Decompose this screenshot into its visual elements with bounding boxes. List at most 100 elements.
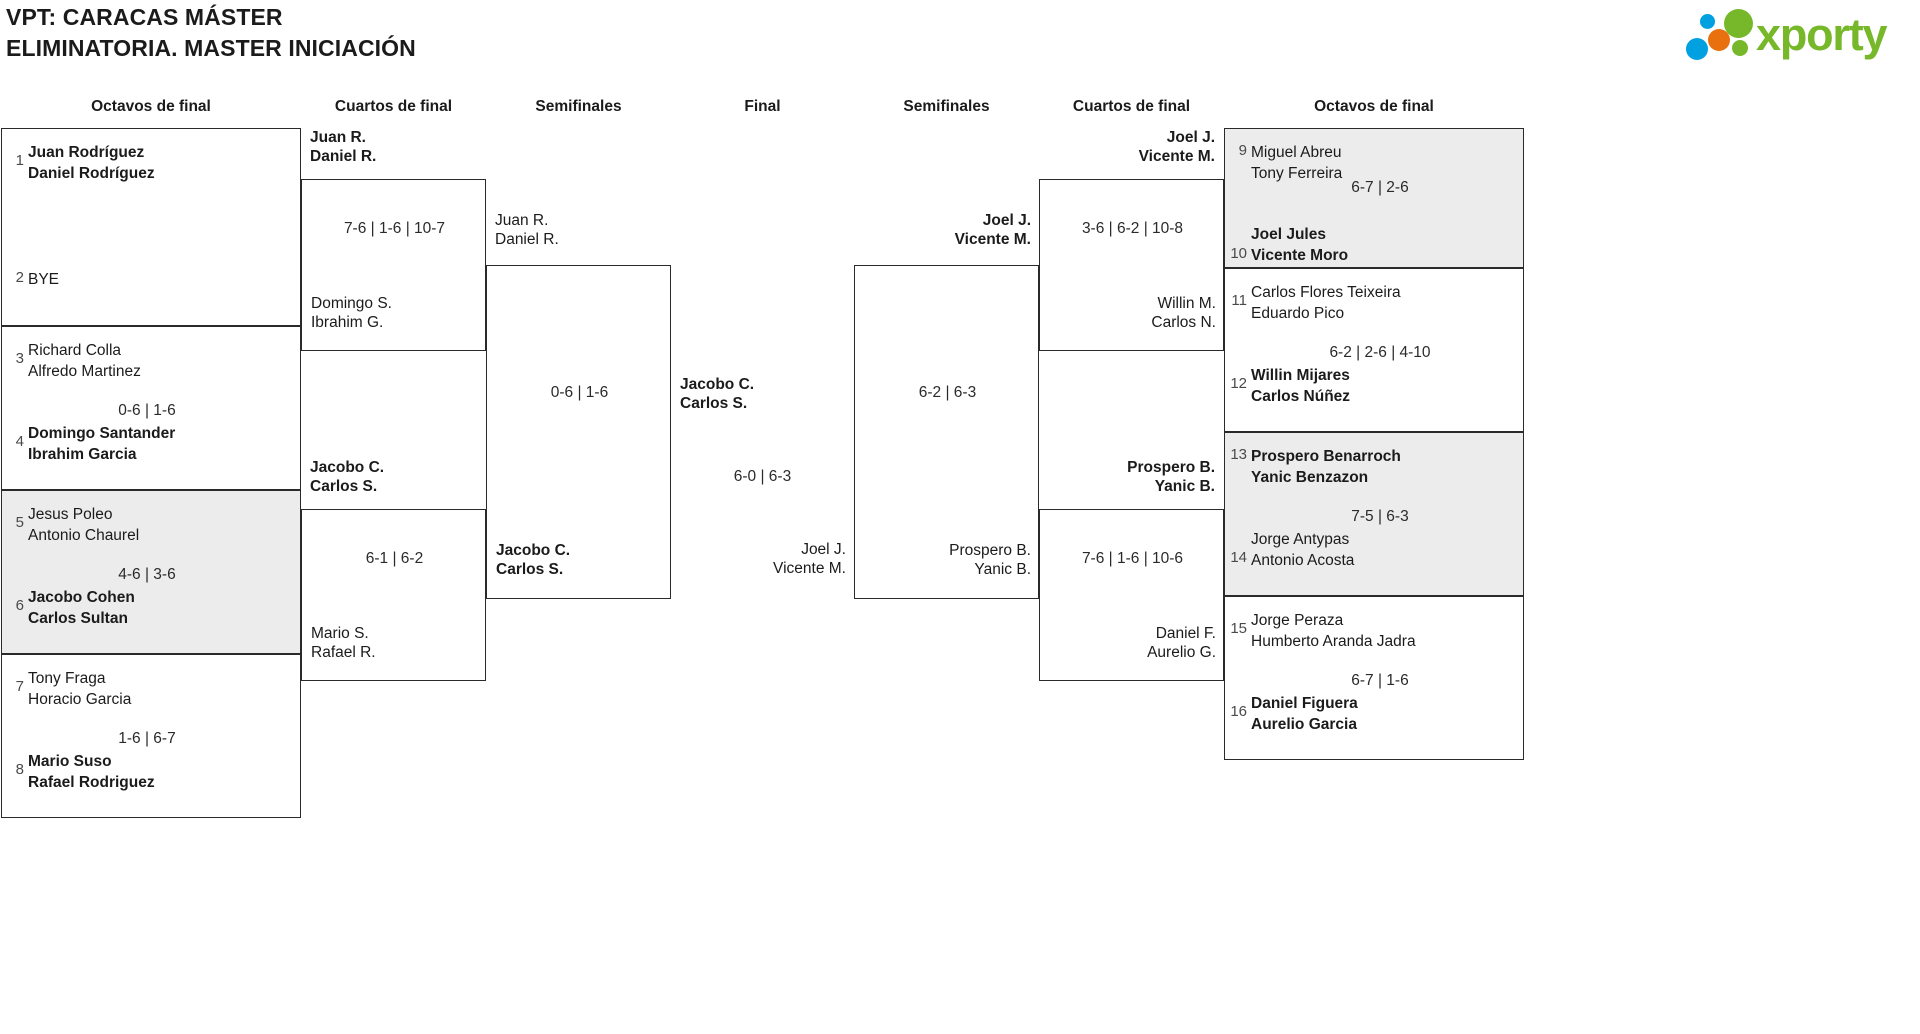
- team-bottom-line1: Mario Suso: [28, 753, 112, 770]
- sf-left-team-top-line1: Juan R.: [495, 212, 549, 229]
- sf-left-team-bottom-line2: Carlos S.: [496, 561, 564, 578]
- match-right-qf-2[interactable]: 7-6 | 1-6 | 10-6 Daniel F. Aurelio G.: [1039, 509, 1224, 681]
- qf2-team-bottom-line2: Rafael R.: [311, 644, 376, 661]
- seed-number: 13: [1230, 446, 1247, 463]
- team-bottom-line2: Carlos Sultan: [28, 610, 128, 627]
- logo-dot-blue-large: [1686, 38, 1708, 60]
- round-header-left-r16: Octavos de final: [91, 98, 211, 115]
- team-bottom-line2: Carlos Núñez: [1251, 388, 1351, 405]
- qf-right1-team-bottom-line2: Carlos N.: [1151, 314, 1216, 331]
- final-team-bottom-line1: Joel J.: [801, 541, 846, 558]
- seed-number: 15: [1230, 620, 1247, 637]
- sf-right-team-bottom-line1: Prospero B.: [949, 542, 1031, 559]
- match-score: 7-6 | 1-6 | 10-6: [1081, 550, 1184, 567]
- team-bottom-line1: Willin Mijares: [1251, 367, 1350, 384]
- logo-dot-blue-small: [1700, 14, 1715, 29]
- match-score: 6-2 | 6-3: [918, 384, 977, 401]
- round-header-left-sf: Semifinales: [535, 98, 622, 115]
- team-top-line2: Yanic Benzazon: [1251, 469, 1369, 486]
- team-top-line2: Antonio Chaurel: [28, 527, 140, 544]
- final-score: 6-0 | 6-3: [733, 468, 792, 485]
- round-header-right-qf: Cuartos de final: [1072, 98, 1191, 115]
- team-bottom-line2: Antonio Acosta: [1251, 552, 1355, 569]
- team-top-line1: Carlos Flores Teixeira: [1251, 284, 1401, 301]
- logo-wordmark: xporty: [1756, 9, 1888, 60]
- match-score: 0-6 | 1-6: [550, 384, 609, 401]
- sf-right-team-bottom-line2: Yanic B.: [974, 561, 1031, 578]
- seed-number: 10: [1230, 245, 1247, 262]
- sf-right-team-top-line2: Vicente M.: [954, 231, 1031, 248]
- match-score: 6-7 | 1-6: [1351, 672, 1409, 689]
- team-bottom-line2: Vicente Moro: [1251, 247, 1349, 264]
- team-top-line1: Tony Fraga: [28, 670, 106, 687]
- team-bottom-line1: Daniel Figuera: [1251, 695, 1358, 712]
- sf-left-team-top-line2: Daniel R.: [495, 231, 559, 248]
- seed-number: 8: [15, 761, 24, 778]
- match-left-r16-3[interactable]: 5 Jesus Poleo Antonio Chaurel 4-6 | 3-6 …: [1, 490, 301, 654]
- match-right-qf-1[interactable]: 3-6 | 6-2 | 10-8 Willin M. Carlos N.: [1039, 179, 1224, 351]
- match-score: 3-6 | 6-2 | 10-8: [1081, 220, 1184, 237]
- match-score: 6-2 | 2-6 | 4-10: [1329, 344, 1431, 361]
- qf1-team-bottom-line2: Ibrahim G.: [311, 314, 384, 331]
- match-right-r16-2[interactable]: 11 Carlos Flores Teixeira Eduardo Pico 6…: [1224, 268, 1524, 432]
- match-right-sf[interactable]: 6-2 | 6-3 Prospero B. Yanic B.: [854, 265, 1039, 599]
- seed-number: 3: [15, 350, 24, 367]
- logo-dot-orange: [1708, 29, 1730, 51]
- qf-right1-team-top-line2: Vicente M.: [1138, 148, 1215, 165]
- sf-left-team-bottom-line1: Jacobo C.: [496, 542, 571, 559]
- match-left-r16-1[interactable]: 1 Juan Rodríguez Daniel Rodríguez 2 BYE: [1, 128, 301, 326]
- team-bottom-line1: Jacobo Cohen: [28, 589, 135, 606]
- qf1-team-top-line2: Daniel R.: [310, 148, 377, 165]
- team-bottom-line1: Joel Jules: [1251, 226, 1326, 243]
- seed-number: 2: [15, 269, 24, 286]
- seed-number: 5: [15, 514, 24, 531]
- seed-number: 14: [1230, 549, 1247, 566]
- qf-right1-team-top-line1: Joel J.: [1166, 129, 1215, 146]
- team-top-line1: Juan Rodríguez: [28, 144, 145, 161]
- final-team-top-line2: Carlos S.: [680, 395, 748, 412]
- team-top-line1: Richard Colla: [28, 342, 122, 359]
- qf-right2-team-top-line2: Yanic B.: [1154, 478, 1215, 495]
- team-bottom-line1: BYE: [28, 271, 60, 288]
- round-header-right-sf: Semifinales: [903, 98, 990, 115]
- match-left-r16-4[interactable]: 7 Tony Fraga Horacio Garcia 1-6 | 6-7 8 …: [1, 654, 301, 818]
- team-bottom-line1: Jorge Antypas: [1251, 531, 1350, 548]
- match-score: 1-6 | 6-7: [118, 730, 176, 747]
- seed-number: 11: [1231, 292, 1247, 309]
- round-header-left-qf: Cuartos de final: [334, 98, 453, 115]
- team-top-line2: Tony Ferreira: [1251, 165, 1343, 182]
- match-score: 0-6 | 1-6: [118, 402, 176, 419]
- match-right-r16-3[interactable]: 13 Prospero Benarroch Yanic Benzazon 7-5…: [1224, 432, 1524, 596]
- seed-number: 12: [1230, 375, 1247, 392]
- match-left-sf[interactable]: 0-6 | 1-6 Jacobo C. Carlos S.: [486, 265, 671, 599]
- match-score: 6-7 | 2-6: [1351, 179, 1409, 196]
- logo-dot-green-small: [1732, 40, 1748, 56]
- match-right-r16-4[interactable]: 15 Jorge Peraza Humberto Aranda Jadra 6-…: [1224, 596, 1524, 760]
- team-top-line2: Humberto Aranda Jadra: [1251, 633, 1416, 650]
- title-line-1: VPT: CARACAS MÁSTER: [6, 4, 283, 30]
- team-top-line1: Miguel Abreu: [1251, 144, 1342, 161]
- seed-number: 7: [15, 678, 24, 695]
- match-right-r16-1[interactable]: 9 Miguel Abreu Tony Ferreira 6-7 | 2-6 1…: [1224, 128, 1524, 268]
- qf1-team-bottom-line1: Domingo S.: [311, 295, 392, 312]
- match-left-qf-1[interactable]: 7-6 | 1-6 | 10-7 Domingo S. Ibrahim G.: [301, 179, 486, 351]
- seed-number: 4: [15, 433, 24, 450]
- team-bottom-line2: Aurelio Garcia: [1251, 716, 1357, 733]
- page-title: VPT: CARACAS MÁSTER ELIMINATORIA. MASTER…: [6, 2, 416, 64]
- match-score: 4-6 | 3-6: [118, 566, 176, 583]
- team-top-line1: Jorge Peraza: [1251, 612, 1344, 629]
- qf1-team-top-line1: Juan R.: [310, 129, 366, 146]
- team-top-line2: Eduardo Pico: [1251, 305, 1345, 322]
- match-left-qf-2[interactable]: 6-1 | 6-2 Mario S. Rafael R.: [301, 509, 486, 681]
- qf2-team-top-line1: Jacobo C.: [310, 459, 385, 476]
- qf-right2-team-top-line1: Prospero B.: [1127, 459, 1215, 476]
- match-left-r16-2[interactable]: 3 Richard Colla Alfredo Martinez 0-6 | 1…: [1, 326, 301, 490]
- round-header-final: Final: [744, 98, 781, 115]
- logo-dot-green-large: [1724, 9, 1753, 38]
- team-bottom-line1: Domingo Santander: [28, 425, 176, 442]
- match-score: 7-5 | 6-3: [1351, 508, 1409, 525]
- team-top-line2: Daniel Rodríguez: [28, 165, 155, 182]
- qf2-team-top-line2: Carlos S.: [310, 478, 378, 495]
- round-header-right-r16: Octavos de final: [1314, 98, 1434, 115]
